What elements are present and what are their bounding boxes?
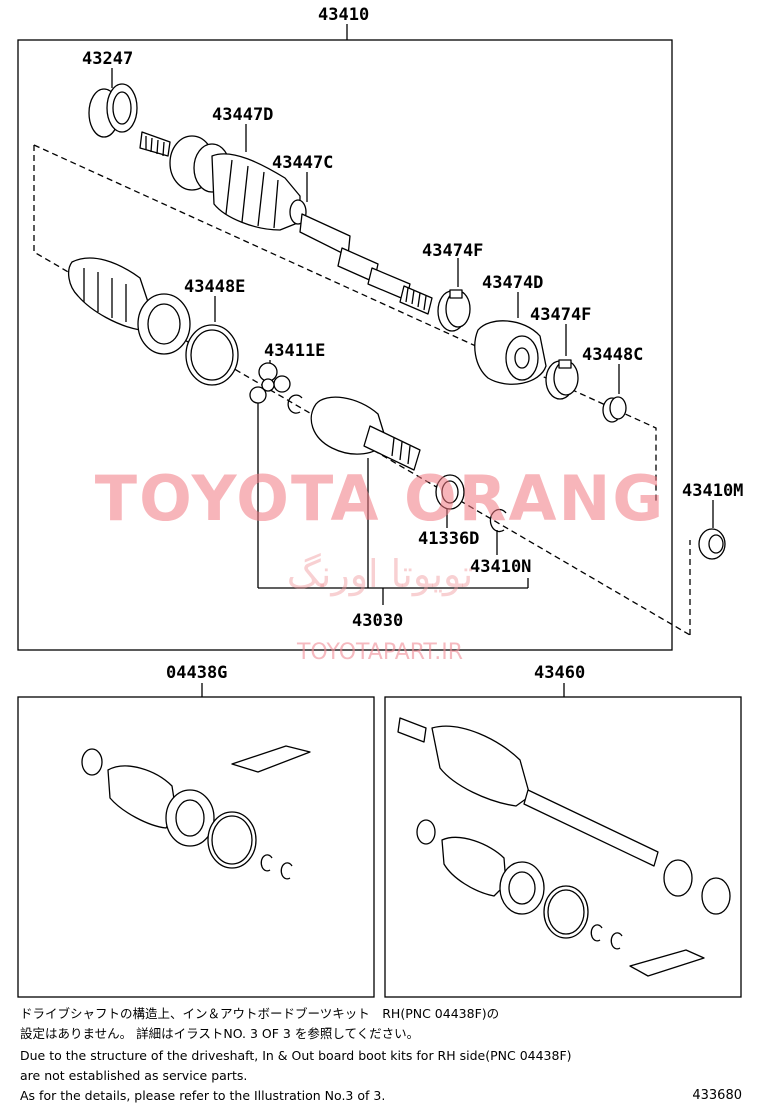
label-41336D: 41336D bbox=[418, 529, 479, 549]
label-43448C: 43448C bbox=[582, 345, 643, 365]
note-jp-line1: ドライブシャフトの構造上、イン＆アウトボードブーツキット RH(PNC 0443… bbox=[20, 1006, 500, 1021]
label-43447C: 43447C bbox=[272, 153, 333, 173]
tripod-43411E bbox=[249, 362, 291, 404]
kit-snap-ring-1 bbox=[260, 854, 273, 872]
rh-outboard-boot bbox=[431, 725, 531, 807]
kit-snap-ring-2 bbox=[280, 862, 293, 880]
note-jp-line2: 設定はありません。 詳細はイラストNO. 3 OF 3 を参照してください。 bbox=[20, 1026, 420, 1041]
watermark-url: TOYOTAPART.IR bbox=[296, 640, 464, 665]
watermark-persian: تویوتا اورنگ bbox=[286, 552, 474, 596]
label-43447D: 43447D bbox=[212, 105, 273, 125]
label-04438G: 04438G bbox=[166, 663, 227, 683]
rh-inboard-boot bbox=[441, 836, 507, 897]
bearing-43410M bbox=[698, 528, 726, 560]
note-en-line3: As for the details, please refer to the … bbox=[20, 1088, 386, 1103]
snap-ring-43410N bbox=[489, 508, 507, 533]
rh-spline bbox=[397, 717, 427, 743]
rh-snap-ring-1 bbox=[590, 924, 603, 942]
label-43448E: 43448E bbox=[184, 277, 245, 297]
main-frame bbox=[17, 39, 673, 651]
label-43030: 43030 bbox=[352, 611, 403, 631]
label-43410M: 43410M bbox=[682, 481, 743, 501]
rh-grease-pack bbox=[629, 949, 705, 977]
rh-clamp-1 bbox=[663, 859, 693, 897]
rh-clamp-small bbox=[416, 819, 436, 845]
seal-43247 bbox=[88, 83, 138, 138]
clamp-43448C bbox=[602, 396, 627, 423]
watermark-brand: TOYOTA ORANG bbox=[94, 462, 666, 535]
note-en-line2: are not established as service parts. bbox=[20, 1068, 248, 1083]
label-43474D: 43474D bbox=[482, 273, 543, 293]
shaft-rh-frame bbox=[384, 696, 742, 998]
clamp-43474F-b bbox=[545, 359, 579, 400]
boot-kit-frame bbox=[17, 696, 375, 998]
inboard-boot-43448E bbox=[137, 293, 239, 386]
rh-clamp-2 bbox=[701, 877, 731, 915]
drive-shaft bbox=[299, 213, 433, 315]
dashed-group-outline bbox=[33, 144, 657, 502]
kit-grease-pack bbox=[231, 745, 311, 773]
note-en-line1: Due to the structure of the driveshaft, … bbox=[20, 1048, 572, 1063]
dust-deflector-41336D bbox=[435, 474, 465, 510]
kit-clamp-small bbox=[81, 748, 103, 776]
inboard-boot bbox=[67, 257, 151, 331]
label-43474F-a: 43474F bbox=[422, 241, 483, 261]
label-43474F-b: 43474F bbox=[530, 305, 591, 325]
inboard-joint-43030 bbox=[310, 396, 421, 471]
label-43247: 43247 bbox=[82, 49, 133, 69]
damper-43474D bbox=[474, 320, 547, 385]
rh-snap-ring-2 bbox=[610, 932, 623, 950]
snap-ring-small bbox=[287, 394, 303, 414]
label-43411E: 43411E bbox=[264, 341, 325, 361]
label-43410: 43410 bbox=[318, 5, 369, 25]
label-43410N: 43410N bbox=[470, 557, 531, 577]
label-43460: 43460 bbox=[534, 663, 585, 683]
rh-shaft bbox=[523, 789, 659, 867]
document-number: 433680 bbox=[692, 1088, 742, 1103]
clamp-43474F-a bbox=[437, 289, 471, 332]
